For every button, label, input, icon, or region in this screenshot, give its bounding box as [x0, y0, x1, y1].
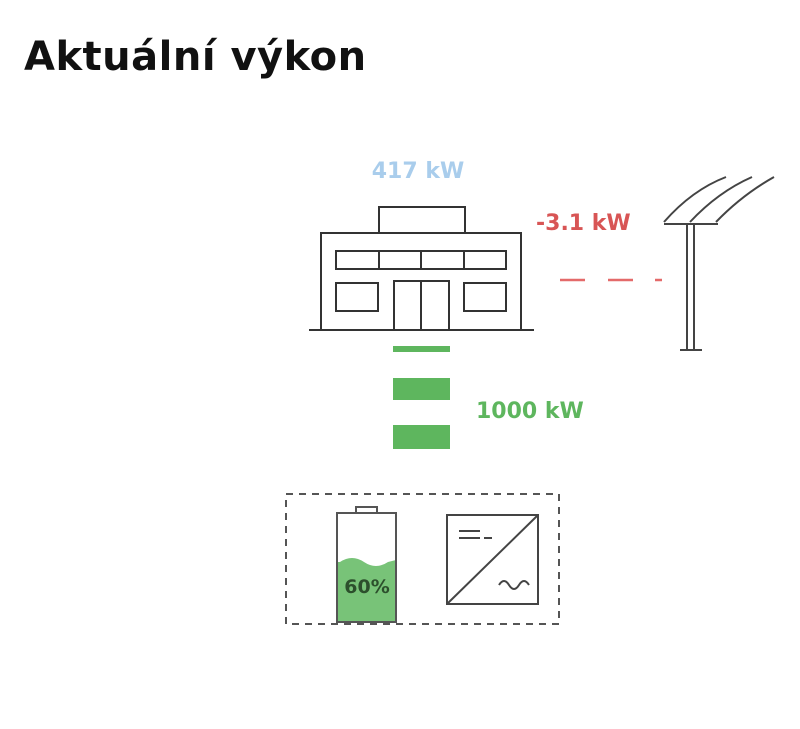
storage-flow-bars — [393, 346, 450, 449]
battery-level-label: 60% — [344, 576, 389, 598]
storage-power-label: 1000 kW — [476, 399, 584, 424]
building-power-label: 417 kW — [372, 159, 464, 184]
power-pole-icon — [663, 176, 775, 351]
page-title: Aktuální výkon — [24, 34, 367, 80]
storage-enclosure — [285, 493, 560, 625]
building-icon — [309, 206, 534, 331]
battery-icon — [336, 506, 397, 623]
grid-power-label: -3.1 kW — [536, 211, 631, 236]
inverter-icon — [446, 514, 539, 605]
